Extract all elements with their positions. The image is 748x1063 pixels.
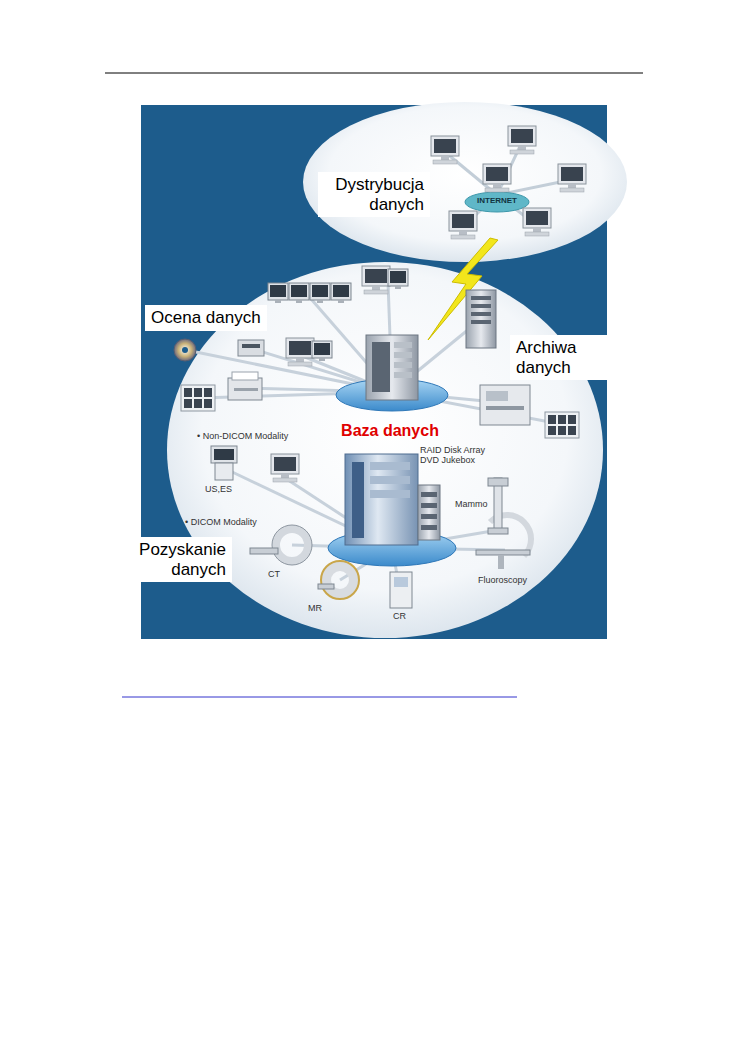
storage-tower-part xyxy=(421,492,437,497)
modalities-part xyxy=(215,463,233,480)
internet-hub-part xyxy=(483,164,511,192)
database-title: Baza danych xyxy=(341,422,439,440)
storage-tower-part xyxy=(352,462,364,538)
modalities-part xyxy=(214,449,234,460)
section-label-box: Archiwa danych xyxy=(510,335,635,380)
main-server-part xyxy=(366,335,418,400)
modalities-part xyxy=(488,528,508,534)
review-workstations xyxy=(174,266,408,411)
archive-devices-part xyxy=(480,385,530,425)
storage-tower-part xyxy=(421,503,437,508)
device-label: • Non-DICOM Modality xyxy=(197,432,288,442)
review-workstations-part xyxy=(312,341,332,361)
storage-tower-part xyxy=(345,454,418,545)
section-label: Pozyskanie danych xyxy=(118,540,226,579)
modalities-part xyxy=(321,561,359,599)
modalities-part xyxy=(318,584,334,589)
top-rule-part xyxy=(105,73,643,74)
hyperlink-underline xyxy=(122,697,517,698)
storage-tower xyxy=(345,454,440,545)
remote-workstations-part xyxy=(449,211,477,239)
section-label-box: Dystrybucja danych xyxy=(318,172,430,217)
section-label: Dystrybucja danych xyxy=(324,175,424,214)
review-workstations-part xyxy=(286,338,314,366)
review-workstations-part xyxy=(181,385,215,411)
review-workstations-part xyxy=(238,340,264,356)
review-workstations-part xyxy=(242,344,260,348)
device-label: INTERNET xyxy=(477,197,517,206)
storage-tower-part xyxy=(421,525,437,530)
modalities-part xyxy=(488,478,508,486)
device-label: RAID Disk Array DVD Jukebox xyxy=(420,446,494,466)
remote-workstations xyxy=(431,126,586,239)
remote-workstations-part xyxy=(508,126,536,154)
main-server-part xyxy=(394,352,412,358)
device-label: MR xyxy=(308,604,322,614)
section-label: Ocena danych xyxy=(151,308,261,328)
main-server-part xyxy=(394,372,412,378)
device-label: Fluoroscopy xyxy=(478,576,527,586)
storage-tower-part xyxy=(370,490,410,498)
section-label-box: Pozyskanie danych xyxy=(112,537,232,582)
archive-devices-part xyxy=(471,304,491,308)
archive-devices-part xyxy=(466,290,496,348)
storage-tower-part xyxy=(370,476,410,484)
modalities-part xyxy=(276,529,308,561)
review-workstations-part xyxy=(289,283,309,303)
review-workstations-part xyxy=(331,283,351,303)
device-label: • DICOM Modality xyxy=(185,518,257,528)
device-label: US,ES xyxy=(205,485,232,495)
remote-workstations-part xyxy=(523,208,551,236)
archive-devices-part xyxy=(471,296,491,300)
modalities-part xyxy=(498,555,504,569)
archive-devices-part xyxy=(471,312,491,316)
modalities-part xyxy=(476,550,530,555)
remote-workstations-part xyxy=(558,164,586,192)
modalities-part xyxy=(326,566,354,594)
review-workstations-part xyxy=(232,372,258,380)
review-workstations-part xyxy=(310,283,330,303)
hyperlink-underline-part xyxy=(122,697,517,698)
main-server-part xyxy=(394,362,412,368)
device-label: CR xyxy=(393,612,406,622)
storage-tower-part xyxy=(418,485,440,540)
review-workstations-part xyxy=(268,283,288,303)
archive-devices-part xyxy=(471,320,491,324)
modalities-part xyxy=(271,454,299,482)
storage-tower-part xyxy=(370,462,410,470)
modalities-part xyxy=(394,577,408,587)
internet-hub-part xyxy=(465,192,529,212)
section-label-box: Ocena danych xyxy=(145,305,267,331)
device-label: Mammo xyxy=(455,500,488,510)
modalities xyxy=(211,446,531,608)
modalities-part xyxy=(250,548,278,554)
review-workstations-part xyxy=(182,347,188,353)
modalities-part xyxy=(272,525,312,565)
main-server xyxy=(366,335,418,400)
internet-hub xyxy=(465,164,529,212)
archive-devices-part xyxy=(486,391,508,401)
modalities-part xyxy=(211,446,237,463)
review-workstations-part xyxy=(228,378,262,400)
network-ellipse-part xyxy=(303,102,627,262)
hub-discs xyxy=(328,379,456,566)
review-workstations-part xyxy=(174,339,196,361)
top-rule xyxy=(105,73,643,74)
storage-tower-part xyxy=(421,514,437,519)
review-workstations-part xyxy=(388,269,408,289)
review-workstations-part xyxy=(234,388,258,391)
main-server-part xyxy=(394,342,412,348)
main-server-part xyxy=(372,342,390,392)
section-label: Archiwa danych xyxy=(516,338,629,377)
archive-devices-part xyxy=(545,412,579,438)
review-workstations-part xyxy=(362,266,390,294)
modalities-part xyxy=(390,572,412,608)
remote-workstations-part xyxy=(431,136,459,164)
device-label: CT xyxy=(268,570,280,580)
archive-devices-part xyxy=(486,406,524,410)
